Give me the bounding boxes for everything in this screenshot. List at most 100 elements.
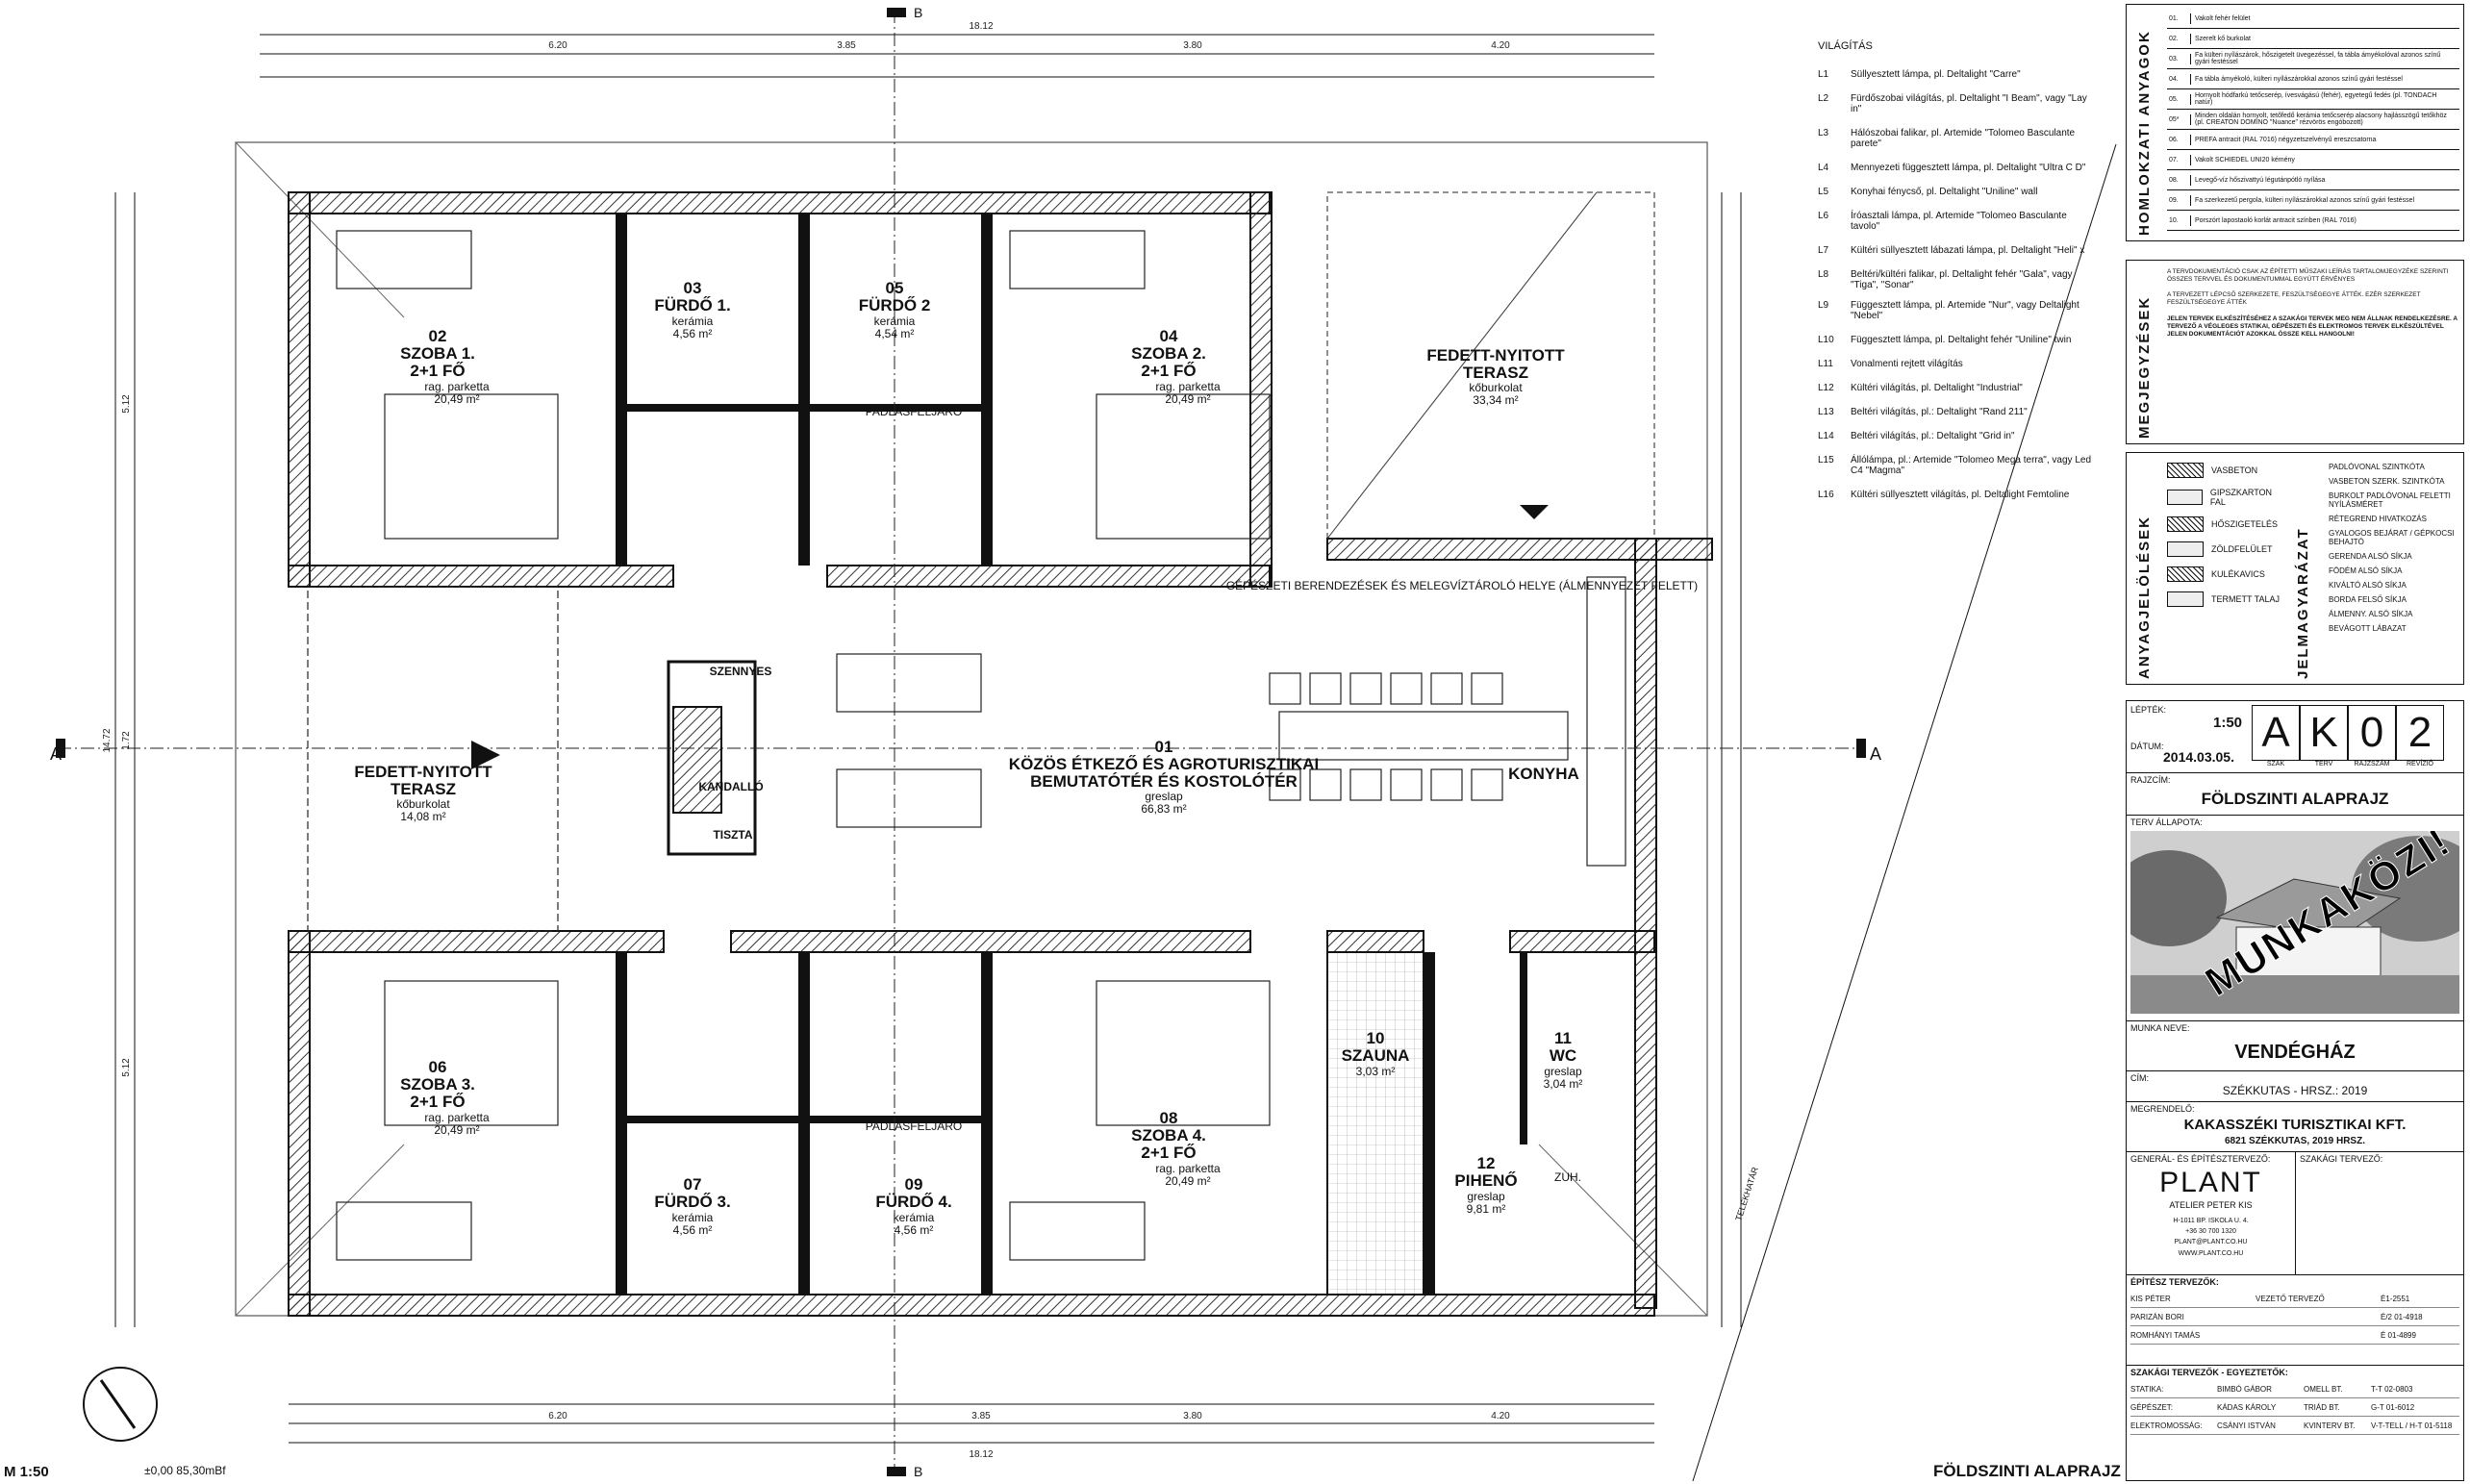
material-symbol-row: ZÖLDFELÜLET — [2167, 541, 2287, 557]
lighting-code: L6 — [1818, 211, 1829, 222]
legend-key: BORDA FELSŐ SÍKJA — [2329, 595, 2407, 604]
lighting-text: Állólámpa, pl.: Artemide "Tolomeo Mega t… — [1851, 455, 2091, 477]
sheet-bottom-title: FÖLDSZINTI ALAPRAJZ — [1933, 1462, 2121, 1480]
material-item: 02. Szerelt kő burkolat — [2167, 29, 2459, 49]
terrace-left-name: FEDETT-NYITOTT — [354, 763, 492, 781]
munka-neve-value: VENDÉGHÁZ — [2234, 1042, 2356, 1063]
material-item: 05*Minden oldalán hornyolt, tetőfedő ker… — [2167, 110, 2459, 130]
lighting-code: L11 — [1818, 359, 1833, 370]
lighting-list: L1 Süllyesztett lámpa, pl. Deltalight "Ca… — [1818, 69, 2097, 500]
lighting-text: Függesztett lámpa, pl. Deltalight fehér … — [1851, 335, 2072, 346]
lighting-text: Süllyesztett lámpa, pl. Deltalight "Carr… — [1851, 69, 2021, 81]
legend-key: FÖDÉM ALSÓ SÍKJA — [2329, 566, 2403, 575]
architect-role: VEZETŐ TERVEZŐ — [2256, 1294, 2325, 1303]
specialist-name: BIMBÓ GÁBOR — [2217, 1384, 2272, 1394]
legend-key: VASBETON SZERK. SZINTKÓTA — [2329, 477, 2445, 486]
lighting-text: Kültéri süllyesztett lábazati lámpa, pl.… — [1851, 245, 2085, 257]
szakagi-label: SZAKÁGI TERVEZŐ: — [2300, 1154, 2383, 1164]
material-item: 06.PREFA antracit (RAL 7016) négyzetszel… — [2167, 130, 2459, 150]
room-03-name: FÜRDŐ 1. — [654, 296, 730, 314]
room-05-floor: kerámia — [874, 314, 916, 328]
materials-title: HOMLOKZATI ANYAGOK — [2136, 30, 2153, 236]
terv-allapota-label: TERV ÁLLAPOTA: — [2130, 817, 2203, 827]
code-col-label: SZAK — [2266, 761, 2285, 767]
specialist-firm: OMELL BT. — [2304, 1384, 2343, 1394]
specialist-firm: TRIÁD BT. — [2304, 1402, 2340, 1412]
room-05-name: FÜRDŐ 2 — [859, 296, 931, 314]
lighting-code: L14 — [1818, 431, 1834, 442]
material-text: Minden oldalán hornyolt, tetőfedő kerámi… — [2195, 113, 2447, 126]
material-no: 02. — [2167, 33, 2191, 44]
munka-neve-label: MUNKA NEVE: — [2130, 1023, 2190, 1033]
lighting-code: L8 — [1818, 269, 1829, 281]
room-12-name: PIHENŐ — [1454, 1171, 1517, 1190]
specialist-no: V-T-TELL / H-T 01-5118 — [2371, 1421, 2453, 1430]
datum-value: 2014.03.05. — [2163, 749, 2234, 765]
dim-top-total: 18.12 — [969, 21, 993, 32]
plant-logo: PLANT — [2159, 1167, 2262, 1198]
room-07-floor: kerámia — [672, 1211, 714, 1224]
material-no: 09. — [2167, 194, 2191, 206]
grid-axis-markers — [58, 10, 1866, 1471]
north-arrow-icon — [83, 1367, 158, 1442]
atelier-address: H-1011 BP. ISKOLA U. 4. — [2173, 1218, 2249, 1224]
code-letter: 2 — [2396, 705, 2444, 761]
lighting-code: L1 — [1818, 69, 1829, 81]
architect-name: PARIZÁN BORI — [2130, 1312, 2184, 1321]
room-04-name: SZOBA 2. — [1131, 344, 1206, 363]
material-text: Szerelt kő burkolat — [2195, 35, 2251, 42]
room-08-area: 20,49 m² — [1165, 1174, 1210, 1188]
dim-bottom-2: 6.20 — [548, 1411, 567, 1421]
room-11-num: 11 — [1554, 1029, 1572, 1047]
legend-key: GYALOGOS BEJÁRAT / GÉPKOCSI BEHAJTÓ — [2329, 529, 2455, 546]
specialist-name: KÁDAS KÁROLY — [2217, 1402, 2277, 1412]
room-02-num: 02 — [429, 327, 447, 345]
material-item: 08.Levegő-víz hőszivattyú légutánpótló n… — [2167, 170, 2459, 190]
architect-name: ROMHÁNYI TAMÁS — [2130, 1330, 2201, 1340]
beds — [336, 230, 1271, 1261]
note-1: A TERVDOKUMENTÁCIÓ CSAK AZ ÉPÍTETTI MŰSZ… — [2167, 268, 2449, 284]
dim-left-2: 1.72 — [121, 731, 132, 750]
material-symbol-row: KULÉKAVICS — [2167, 566, 2287, 582]
material-no: 10. — [2167, 214, 2191, 226]
datum-label: DÁTUM: — [2130, 742, 2164, 751]
house-rendering — [2130, 831, 2459, 1014]
room-02-area: 20,49 m² — [434, 392, 479, 406]
terrace-left-area: 14,08 m² — [400, 810, 445, 823]
room-12-num: 12 — [1477, 1154, 1496, 1172]
room-04-num: 04 — [1160, 327, 1178, 345]
material-item: 07.Vakolt SCHIEDEL UNI20 kémény — [2167, 150, 2459, 170]
terrace-left-sub: TERASZ — [391, 780, 456, 798]
dim-bottom-3: 3.80 — [1183, 1411, 1202, 1421]
rajzcim-label: RAJZCÍM: — [2130, 775, 2171, 785]
legend-key: RÉTEGREND HIVATKOZÁS — [2329, 515, 2427, 523]
roof-outline — [235, 141, 1708, 1317]
lighting-code: L16 — [1818, 490, 1834, 501]
material-symbol-label: ZÖLDFELÜLET — [2211, 544, 2273, 554]
material-swatch-icon — [2167, 591, 2204, 607]
lighting-code: L2 — [1818, 93, 1829, 105]
atelier-phone: +36 30 700 1320 — [2185, 1228, 2236, 1236]
padlasfeljaro-bottom: PADLÁSFELJÁRÓ — [866, 1119, 962, 1133]
room-11-area: 3,04 m² — [1544, 1077, 1583, 1091]
legend-key: ÁLMENNY. ALSÓ SÍKJA — [2329, 610, 2413, 618]
room-08-num: 08 — [1160, 1109, 1178, 1127]
room-05-area: 4,54 m² — [875, 327, 915, 340]
lighting-text: Beltéri világítás, pl.: Deltalight "Rand… — [1851, 407, 2028, 418]
specialist-no: G-T 01-6012 — [2371, 1402, 2415, 1412]
